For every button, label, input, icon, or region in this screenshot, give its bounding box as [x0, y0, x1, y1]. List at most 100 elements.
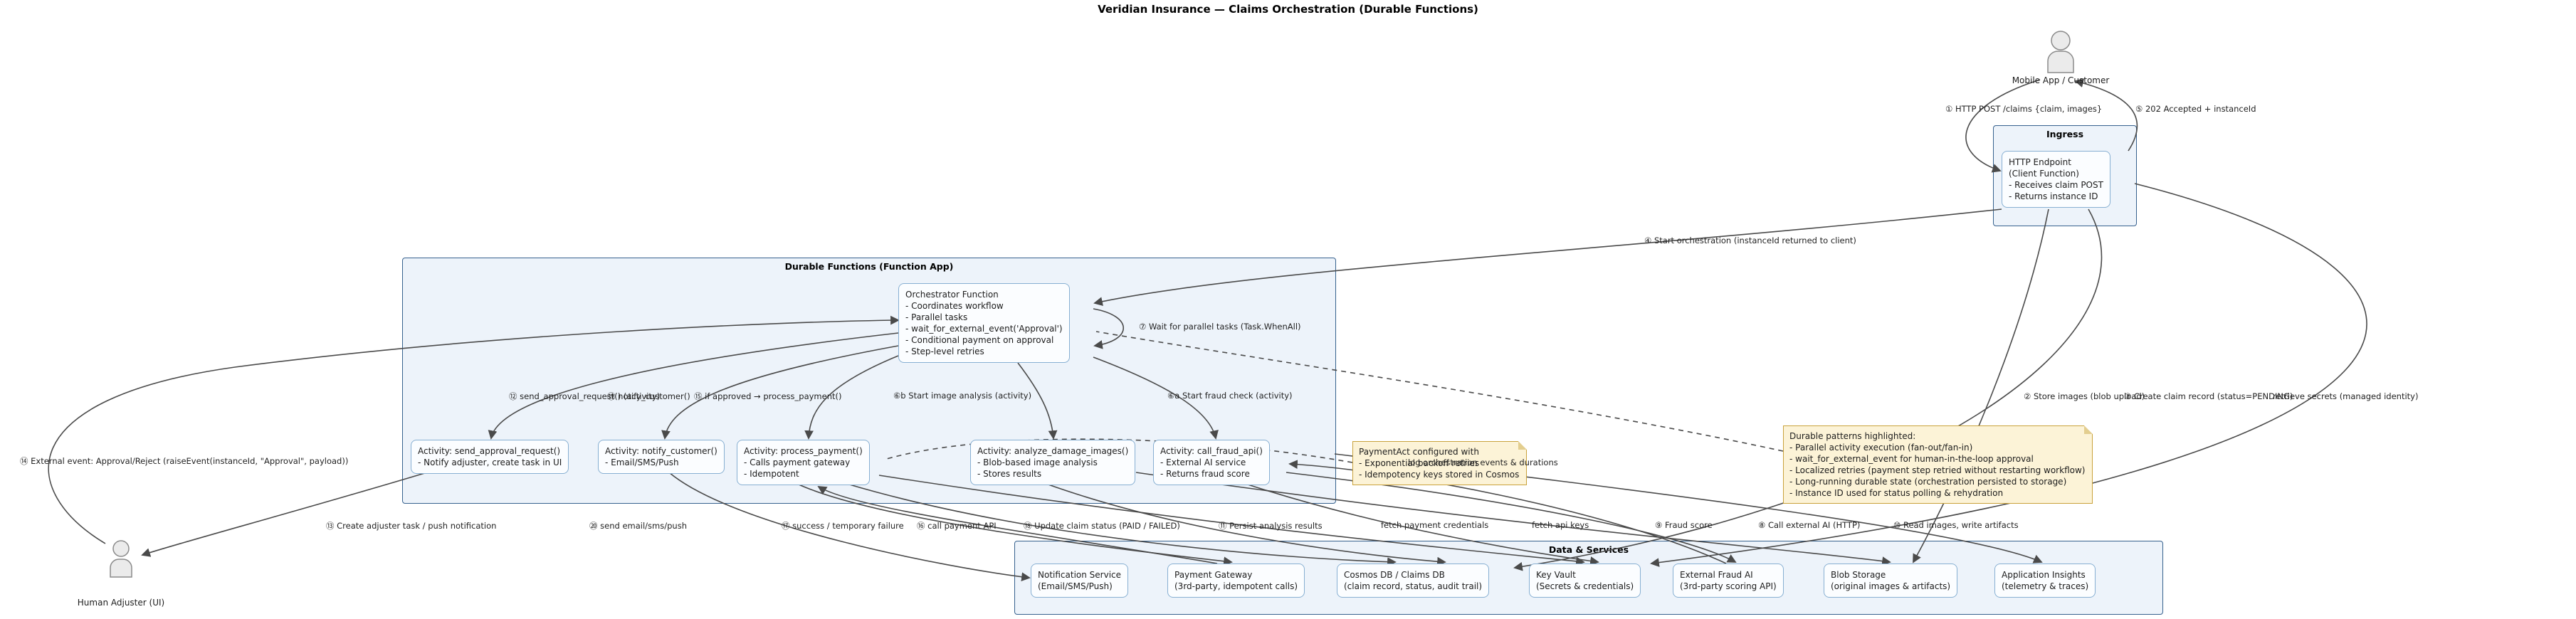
text-line: Notification Service	[1038, 570, 1122, 580]
edge-adjuster-task-line	[141, 472, 428, 557]
edge-fraud-score-line	[1288, 460, 1727, 564]
text-line: Payment Gateway	[1174, 570, 1253, 580]
edge-call-payment-line	[797, 483, 1233, 566]
human-adjuster-actor-label: Human Adjuster (UI)	[77, 598, 165, 608]
text-line: Durable patterns highlighted:	[1789, 431, 1916, 441]
edge-label-adjuster-task: ⑬ Create adjuster task / push notificati…	[326, 521, 497, 531]
activity-analyze-images-node: Activity: analyze_damage_images()- Blob-…	[970, 440, 1136, 485]
mobile-customer-actor-icon	[2047, 31, 2074, 73]
text-line: - Email/SMS/Push	[605, 457, 679, 467]
text-line: (3rd-party, idempotent calls)	[1174, 581, 1298, 591]
edge-label-start-image: ⑥b Start image analysis (activity)	[893, 391, 1032, 401]
edge-label-wait-parallel: ⑦ Wait for parallel tasks (Task.WhenAll)	[1139, 322, 1301, 332]
application-insights-node: Application Insights(telemetry & traces)	[1994, 564, 2096, 598]
edge-label-start-orchestration: ④ Start orchestration (instanceId return…	[1644, 236, 1856, 245]
payment-gateway-node: Payment Gateway(3rd-party, idempotent ca…	[1167, 564, 1305, 598]
blob-storage-node: Blob Storage(original images & artifacts…	[1824, 564, 1958, 598]
text-line: - Parallel activity execution (fan-out/f…	[1789, 443, 1973, 453]
text-line: - Returns fraud score	[1160, 469, 1250, 479]
payment-retry-note: PaymentAct configured with- Exponential …	[1352, 441, 1528, 485]
text-line: - Coordinates workflow	[905, 301, 1004, 311]
edge-http-post-line	[1965, 79, 2041, 173]
edge-notify-customer-line	[661, 345, 899, 440]
edge-send-email-line	[668, 472, 1031, 582]
durable-patterns-note: Durable patterns highlighted: - Parallel …	[1783, 425, 2093, 504]
notification-service-node: Notification Service(Email/SMS/Push)	[1031, 564, 1129, 598]
text-line: Activity: call_fraud_api()	[1160, 446, 1263, 456]
text-line: - External AI service	[1160, 457, 1246, 467]
text-line: - Stores results	[977, 469, 1042, 479]
edge-label-log-events: log orchestration events & durations	[1408, 457, 1558, 467]
text-line: Application Insights	[2002, 570, 2086, 580]
http-endpoint-node: HTTP Endpoint(Client Function)- Receives…	[2002, 151, 2110, 208]
durable-patterns-note-text: Durable patterns highlighted: - Parallel …	[1789, 430, 2085, 499]
edge-wait-parallel-loop	[1093, 308, 1124, 349]
payment-retry-note-text: PaymentAct configured with- Exponential …	[1359, 446, 1519, 480]
edge-fetch-keys-line	[1245, 483, 1599, 566]
human-adjuster-actor-icon	[110, 540, 132, 578]
text-line: - Calls payment gateway	[744, 457, 851, 467]
edge-label-accepted: ⑤ 202 Accepted + instanceId	[2135, 104, 2256, 114]
text-line: External Fraud AI	[1680, 570, 1753, 580]
note-fold-icon	[1518, 441, 1528, 450]
activity-send-approval-node: Activity: send_approval_request()- Notif…	[411, 440, 569, 474]
edge-label-call-ai: ⑧ Call external AI (HTTP)	[1758, 520, 1861, 530]
edge-label-update-status: ⑱ Update claim status (PAID / FAILED)	[1024, 521, 1180, 531]
edge-start-orchestration-line	[1093, 208, 2002, 306]
text-line: - Localized retries (payment step retrie…	[1789, 465, 2086, 475]
edge-label-persist-results: ⑪ Persist analysis results	[1219, 521, 1323, 531]
text-line: - Idempotent	[744, 469, 799, 479]
text-line: (Secrets & credentials)	[1536, 581, 1634, 591]
text-line: - Step-level retries	[905, 346, 984, 356]
text-line: Activity: analyze_damage_images()	[977, 446, 1129, 456]
text-line: - wait_for_external_event for human-in-t…	[1789, 454, 2034, 464]
edge-label-http-post: ① HTTP POST /claims {claim, images}	[1945, 104, 2103, 114]
text-line: HTTP Endpoint	[2009, 157, 2071, 167]
note-patterns-connector	[1095, 331, 1784, 452]
edge-label-start-fraud: ⑥a Start fraud check (activity)	[1167, 391, 1293, 401]
ingress-frame-title: Ingress	[2046, 129, 2084, 139]
orchestrator-node: Orchestrator Function- Coordinates workf…	[898, 283, 1070, 363]
mobile-customer-actor-label: Mobile App / Customer	[2012, 75, 2110, 85]
edge-start-fraud-line	[1093, 356, 1219, 440]
note-fold-icon	[2084, 425, 2093, 434]
text-line: - Idempotency keys stored in Cosmos	[1359, 470, 1520, 480]
text-line: Blob Storage	[1831, 570, 1886, 580]
edge-success-failure-line	[817, 485, 1218, 564]
edge-label-if-approved: ⑮ if approved → process_payment()	[694, 391, 842, 401]
edge-label-create-claim: ③ Create claim record (status=PENDING)	[2124, 391, 2293, 401]
edge-label-read-images: ⑩ Read images, write artifacts	[1893, 520, 2019, 530]
text-line: PaymentAct configured with	[1359, 447, 1479, 457]
edge-fetch-credentials-line	[878, 475, 1585, 566]
edge-store-images-line	[1913, 208, 2049, 564]
edge-read-images-line	[1135, 472, 1891, 566]
text-line: Key Vault	[1536, 570, 1576, 580]
edge-retrieve-secrets-line	[1650, 183, 2367, 567]
text-line: - Conditional payment on approval	[905, 335, 1054, 345]
text-line: - Blob-based image analysis	[977, 457, 1098, 467]
edge-label-fetch-credentials: fetch payment credentials	[1381, 520, 1489, 530]
text-line: - Notify adjuster, create task in UI	[418, 457, 562, 467]
key-vault-node: Key Vault(Secrets & credentials)	[1529, 564, 1641, 598]
text-line: - Parallel tasks	[905, 312, 968, 322]
text-line: Activity: send_approval_request()	[418, 446, 561, 456]
cosmos-db-node: Cosmos DB / Claims DB(claim record, stat…	[1337, 564, 1490, 598]
external-fraud-ai-node: External Fraud AI(3rd-party scoring API)	[1673, 564, 1784, 598]
text-line: Orchestrator Function	[905, 290, 999, 300]
text-line: Activity: notify_customer()	[605, 446, 717, 456]
edge-label-fraud-score: ⑨ Fraud score	[1655, 520, 1713, 530]
durable-functions-frame-title: Durable Functions (Function App)	[784, 261, 954, 272]
diagram-title: Veridian Insurance — Claims Orchestratio…	[1098, 3, 1478, 16]
edge-label-notify-customer: ⑲ notify_customer()	[607, 391, 690, 401]
edge-label-external-event: ⑭ External event: Approval/Reject (raise…	[20, 456, 349, 466]
edge-update-status-line	[846, 483, 1397, 567]
edge-accepted-line	[2074, 78, 2138, 152]
edge-label-success-failure: ⑰ success / temporary failure	[782, 521, 904, 531]
edge-external-event-line	[48, 315, 900, 544]
text-line: (claim record, status, audit trail)	[1344, 581, 1483, 591]
edge-persist-results-line	[1046, 483, 1446, 566]
edge-label-send-approval: ⑫ send_approval_request() (activity)	[509, 391, 661, 401]
text-line: (telemetry & traces)	[2002, 581, 2089, 591]
text-line: (Email/SMS/Push)	[1038, 581, 1113, 591]
